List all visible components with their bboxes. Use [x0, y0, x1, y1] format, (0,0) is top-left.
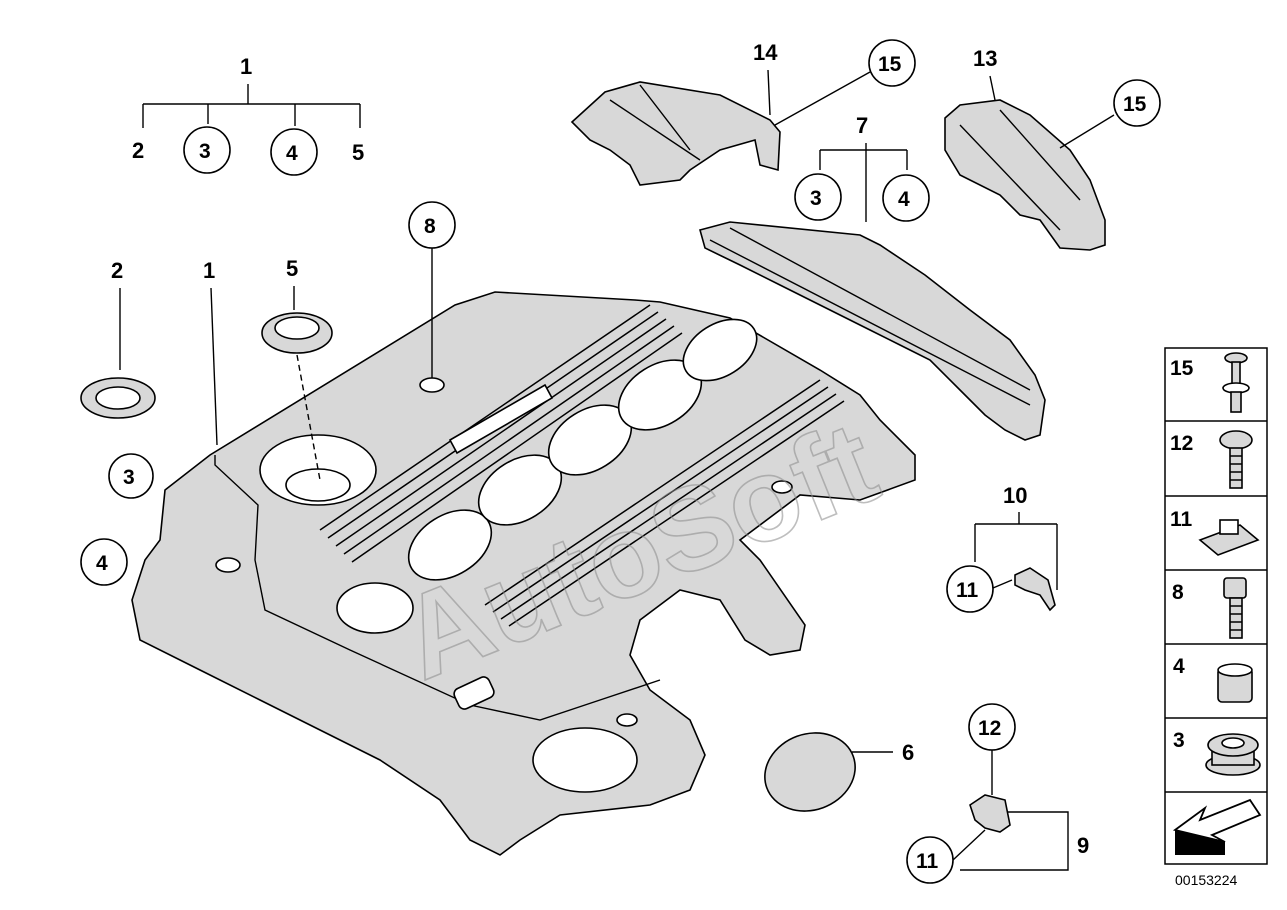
legend-15-num: 15	[1170, 357, 1194, 380]
legend-8-num: 8	[1172, 581, 1184, 604]
callout-4-left-circle	[80, 538, 128, 586]
callout-2-top: 2	[132, 138, 144, 163]
direction-arrow-icon	[1172, 798, 1262, 855]
callout-15-a: 15	[878, 53, 902, 76]
engine-cover-part	[131, 291, 916, 856]
bracket-part-9	[969, 794, 1011, 833]
callout-11-b: 11	[916, 850, 939, 873]
callout-15-b: 15	[1123, 93, 1147, 116]
callout-4-b: 4	[898, 188, 910, 211]
callout-4-top: 4	[286, 142, 298, 165]
legend-11-num: 11	[1170, 508, 1193, 531]
hex-flange-screw-icon	[1219, 430, 1253, 489]
callout-1: 1	[203, 258, 215, 283]
callout-3-left: 3	[123, 466, 135, 489]
callout-2: 2	[111, 258, 123, 283]
callout-13: 13	[973, 46, 997, 71]
callout-3-left-circle	[108, 453, 154, 499]
emblem-inner	[95, 386, 141, 410]
bracket-part-7: 7 3 4	[699, 113, 1046, 441]
clip-group-10: 10 11	[946, 483, 1058, 613]
parts-legend-panel: 15 12 11 8 4	[1164, 347, 1268, 865]
cover-part-14: 14 15	[570, 39, 916, 186]
callout-4-b-circle	[882, 174, 930, 222]
legend-4-num: 4	[1173, 655, 1185, 678]
callout-15-b-circle	[1113, 79, 1161, 127]
callout-11-a-circle	[946, 565, 994, 613]
callout-7: 7	[856, 113, 868, 138]
callout-4-left: 4	[96, 552, 108, 575]
callout-8: 8	[424, 215, 436, 238]
callout-6: 6	[902, 740, 914, 765]
clip-part-11	[1014, 567, 1056, 612]
callout-5-top: 5	[352, 140, 364, 165]
callout-11-a: 11	[956, 579, 979, 602]
cap-part-6: 6	[764, 732, 914, 812]
cover-part-13: 13 15	[944, 46, 1161, 251]
spacer-sleeve-icon	[1217, 663, 1253, 703]
document-number: 00153224	[1175, 872, 1238, 888]
screw-with-washer-icon	[1222, 352, 1250, 413]
callout-3-top-circle	[183, 126, 231, 174]
hex-socket-bolt-icon	[1223, 577, 1247, 639]
callout-3-b: 3	[810, 187, 822, 210]
rubber-grommet-icon	[1205, 733, 1261, 776]
legend-12-num: 12	[1170, 432, 1193, 455]
callout-1-top: 1	[240, 54, 252, 79]
clip-nut-icon	[1198, 519, 1260, 556]
callout-4-top-circle	[270, 128, 318, 176]
callout-10: 10	[1003, 483, 1027, 508]
callout-12: 12	[978, 717, 1001, 740]
callout-9: 9	[1077, 833, 1089, 858]
callout-15-a-circle	[868, 39, 916, 87]
callout-group-1-top: 1 2 3 4 5	[132, 54, 364, 176]
callout-3-top: 3	[199, 140, 211, 163]
callout-3-b-circle	[794, 173, 842, 221]
legend-3-num: 3	[1173, 729, 1185, 752]
callout-14: 14	[753, 40, 778, 65]
callouts-left: 2 1 5 3 4 8	[80, 201, 456, 586]
bracket-group-9: 12 9 11	[906, 703, 1089, 884]
callout-5: 5	[286, 256, 298, 281]
